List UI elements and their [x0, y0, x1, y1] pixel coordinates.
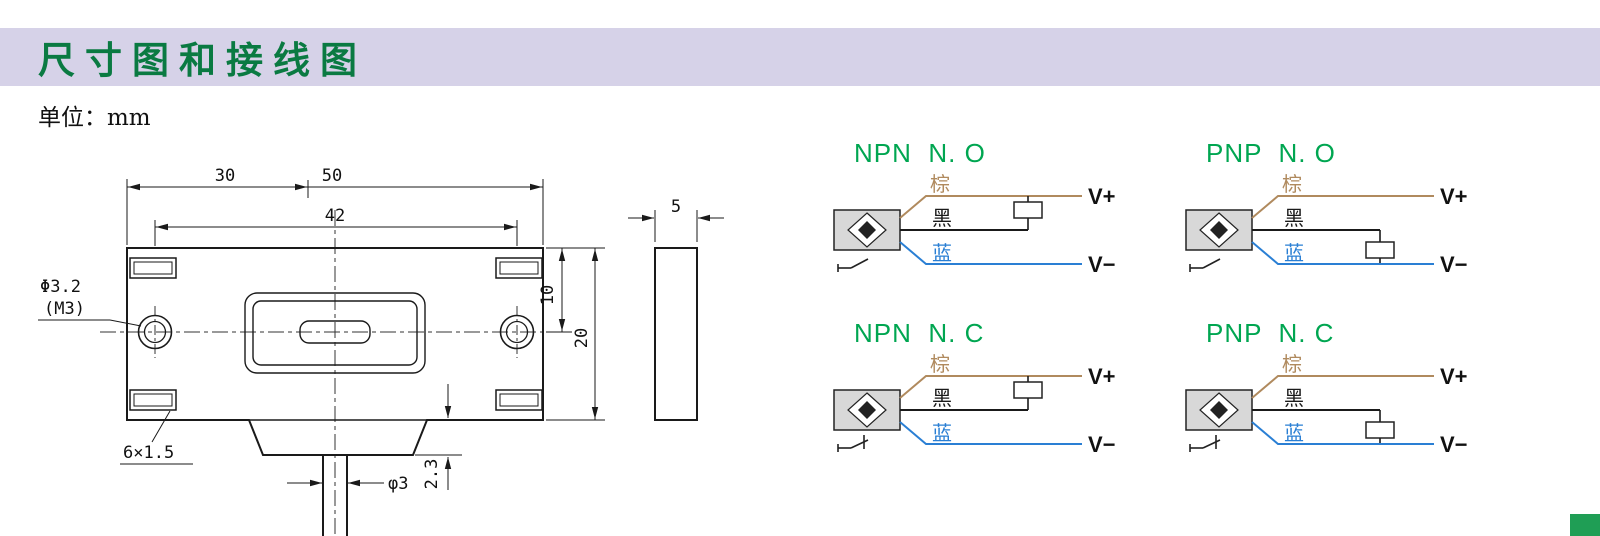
wire-brown-label: 棕	[1282, 352, 1302, 376]
hole-thread-label: (M3)	[44, 299, 85, 319]
slot-size-label: 6×1.5	[123, 443, 174, 463]
load-resistor	[1365, 421, 1395, 439]
wire-black-label: 黑	[932, 386, 952, 410]
page-corner-accent	[1570, 514, 1600, 536]
dim-30-label: 30	[215, 166, 235, 186]
leader-hole-callout	[38, 319, 142, 327]
wire-brown-label: 棕	[930, 352, 950, 376]
wire-black-label: 黑	[1284, 386, 1304, 410]
wire-brown-label: 棕	[1282, 172, 1302, 196]
terminal-vminus-label: V−	[1088, 252, 1116, 277]
terminal-vplus-label: V+	[1088, 364, 1116, 389]
dim-42	[154, 220, 518, 246]
wire-blue	[899, 421, 1082, 445]
wiring-diagram-pnp-nc: PNP N. C 棕 黑 蓝 V+ V−	[1182, 318, 1552, 489]
wiring-title: NPN N. C	[854, 318, 985, 348]
dim-30-50	[126, 179, 544, 245]
contact-no-symbol	[837, 258, 869, 273]
load-resistor	[1013, 201, 1043, 219]
dim-20-label: 20	[572, 328, 592, 348]
wire-brown-label: 棕	[930, 172, 950, 196]
slot-top-left	[129, 257, 177, 279]
contact-nc-symbol	[837, 434, 869, 453]
wire-blue-label: 蓝	[932, 421, 952, 445]
terminal-vminus-label: V−	[1088, 432, 1116, 457]
mounting-hole-right	[499, 314, 535, 350]
dim-20	[546, 248, 605, 421]
wire-black-label: 黑	[1284, 206, 1304, 230]
terminal-vplus-label: V+	[1440, 184, 1468, 209]
wiring-title: PNP N. C	[1206, 318, 1335, 348]
wiring-schematic: 棕 黑 蓝 V+ V−	[833, 352, 1116, 457]
wiring-title: PNP N. O	[1206, 138, 1336, 168]
wiring-title: NPN N. O	[854, 138, 986, 168]
load-resistor	[1013, 381, 1043, 399]
leader-slot-callout	[120, 410, 193, 465]
dimension-drawing: 30 50 42 5 10 20 Φ3.2 (M3) 6×1.5 φ3 2.3	[38, 166, 724, 536]
load-resistor	[1365, 241, 1395, 259]
wire-blue	[899, 241, 1082, 265]
slot-bottom-right	[495, 389, 543, 411]
wiring-diagram-npn-no: NPN N. O 棕 黑 蓝 V+ V−	[830, 138, 1200, 309]
dim-5-label: 5	[671, 197, 681, 217]
sensor-symbol	[833, 389, 901, 431]
wire-blue	[1251, 421, 1434, 445]
mounting-hole-left	[137, 314, 173, 350]
step-label: 2.3	[422, 459, 442, 490]
dim-5	[628, 210, 724, 242]
wire-brown	[899, 195, 1082, 219]
contact-nc-symbol	[1189, 434, 1221, 453]
dim-step	[415, 384, 462, 490]
terminal-vminus-label: V−	[1440, 252, 1468, 277]
slot-bottom-left	[129, 389, 177, 411]
unit-label: 单位：mm	[38, 105, 151, 131]
wiring-schematic: 棕 黑 蓝 V+ V−	[1185, 352, 1468, 457]
wire-brown	[1251, 375, 1434, 399]
wire-brown	[1251, 195, 1434, 219]
dim-10-label: 10	[538, 285, 558, 305]
hole-dia-label: Φ3.2	[40, 277, 81, 297]
side-view-outline	[654, 247, 698, 421]
terminal-vplus-label: V+	[1440, 364, 1468, 389]
wire-black-label: 黑	[932, 206, 952, 230]
contact-no-symbol	[1189, 258, 1221, 273]
slot-top-right	[495, 257, 543, 279]
front-view-outline	[126, 247, 544, 456]
wire-blue-label: 蓝	[1284, 421, 1304, 445]
cable-dia-label: φ3	[388, 474, 408, 494]
dim-42-label: 42	[325, 206, 345, 226]
wire-brown	[899, 375, 1082, 399]
wiring-schematic: 棕 黑 蓝 V+ V−	[833, 172, 1116, 277]
wiring-schematic: 棕 黑 蓝 V+ V−	[1185, 172, 1468, 277]
cable-outline	[322, 455, 348, 536]
sensor-symbol	[833, 209, 901, 251]
wiring-diagram-pnp-no: PNP N. O 棕 黑 蓝 V+ V−	[1182, 138, 1552, 309]
sensor-symbol	[1185, 209, 1253, 251]
wire-blue	[1251, 241, 1434, 265]
section-header-bar: 尺寸图和接线图	[0, 28, 1600, 86]
wiring-diagram-npn-nc: NPN N. C 棕 黑 蓝 V+ V−	[830, 318, 1200, 489]
page-title: 尺寸图和接线图	[38, 39, 367, 82]
terminal-vplus-label: V+	[1088, 184, 1116, 209]
dim-50-label: 50	[322, 166, 342, 186]
lens-window	[244, 292, 426, 374]
terminal-vminus-label: V−	[1440, 432, 1468, 457]
wire-blue-label: 蓝	[1284, 241, 1304, 265]
wire-blue-label: 蓝	[932, 241, 952, 265]
sensor-symbol	[1185, 389, 1253, 431]
